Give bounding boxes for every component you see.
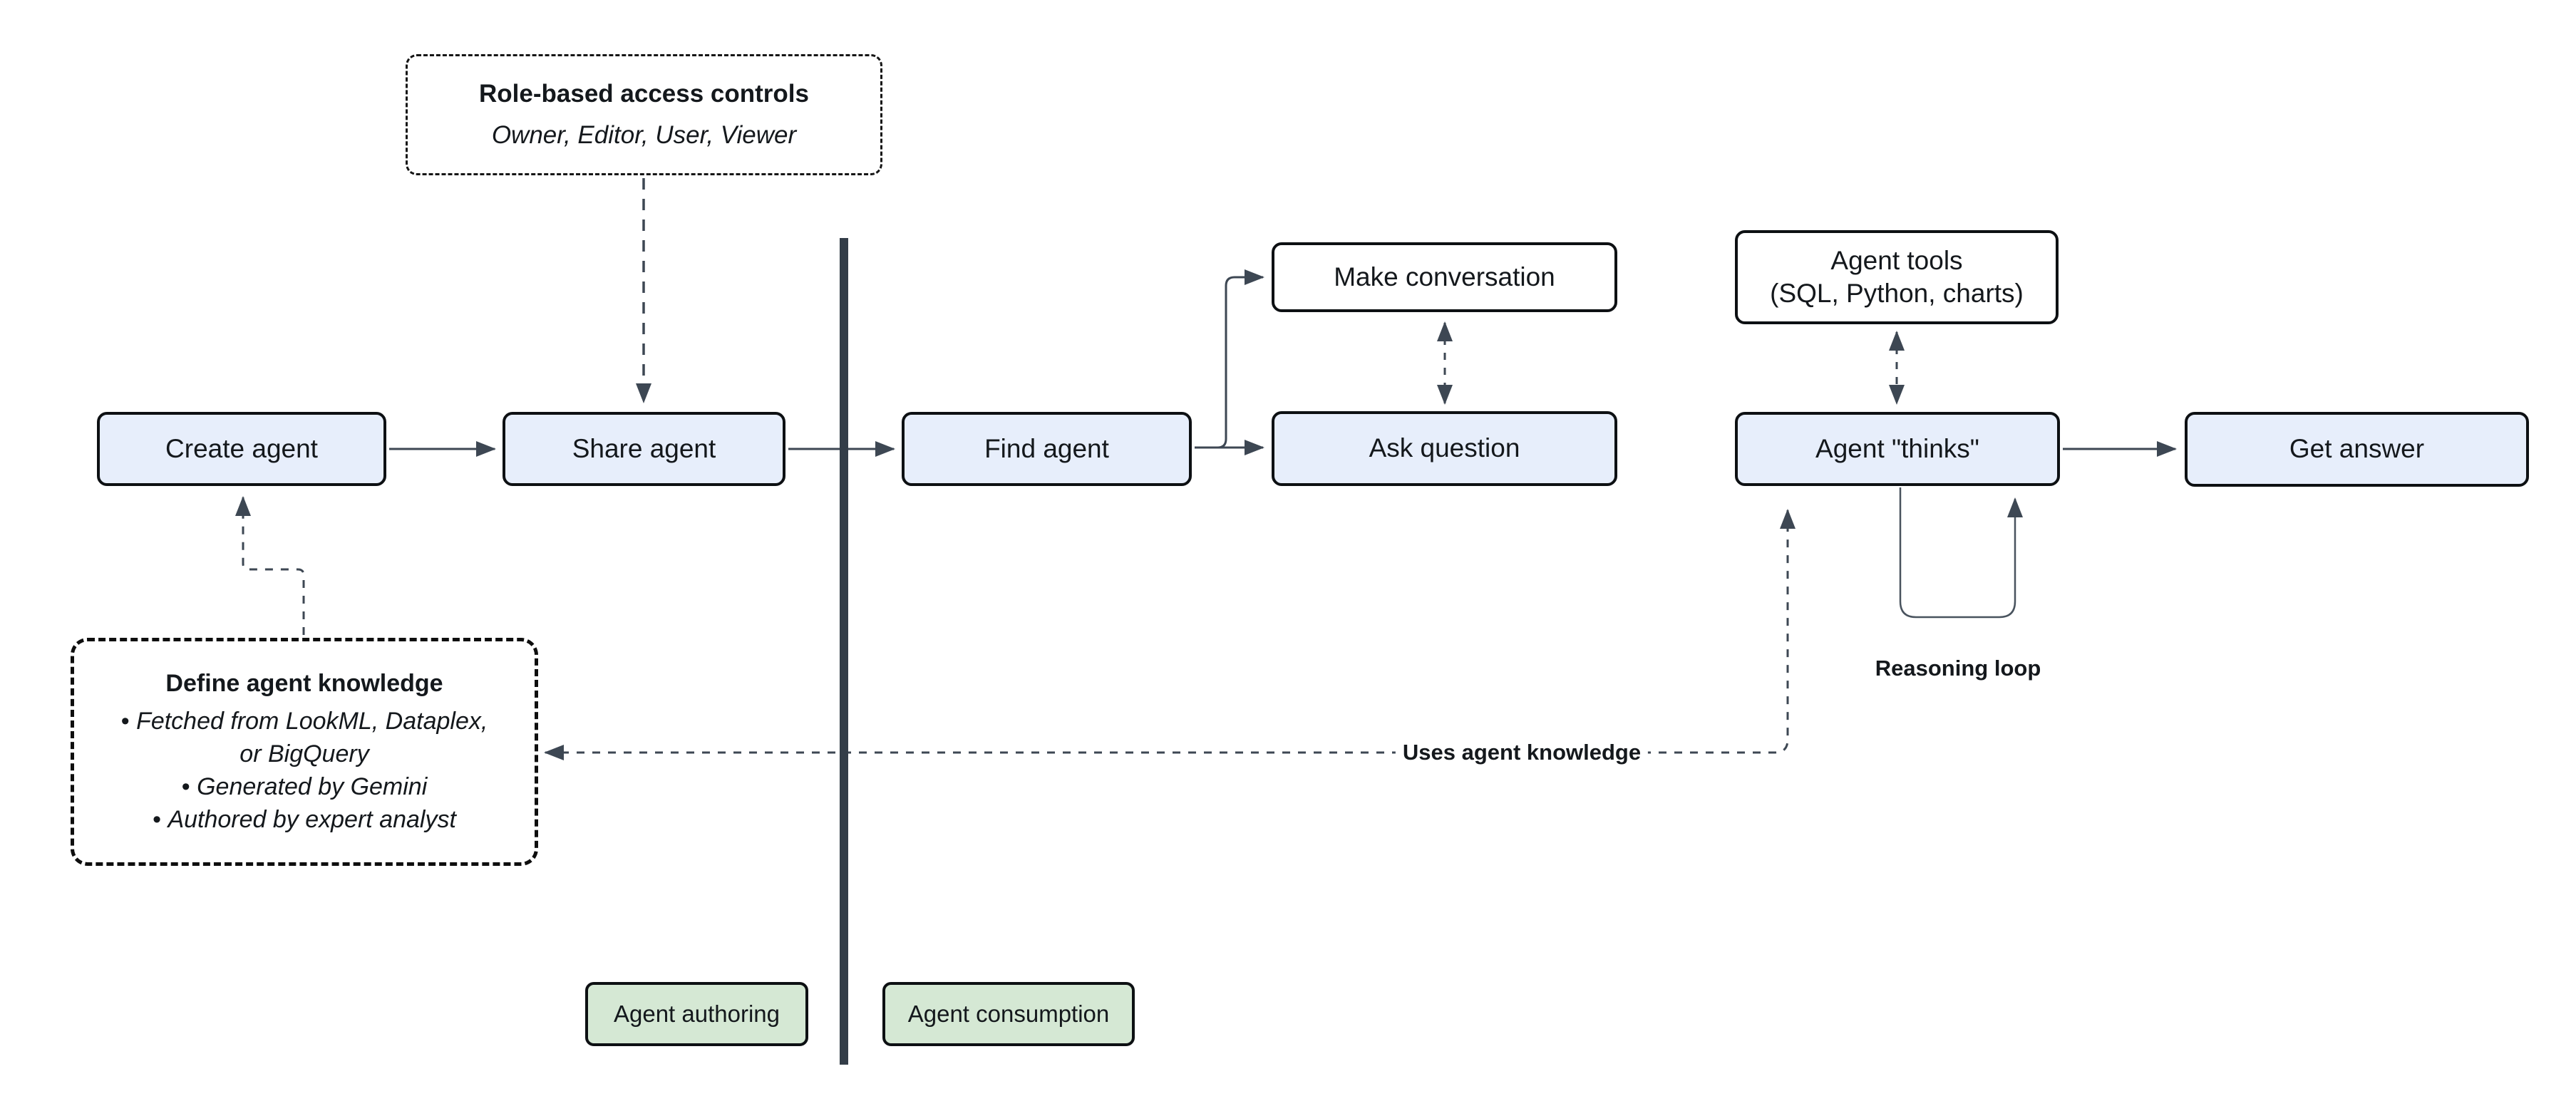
node-agent-thinks-label: Agent "thinks" [1815,433,1979,463]
lane-tag-agent-authoring-label: Agent authoring [613,1001,780,1028]
role-access-subtitle: Owner, Editor, User, Viewer [491,121,797,149]
define-knowledge-list: Fetched from LookML, Dataplex, or BigQue… [118,705,490,837]
arrow-uses-agent-knowledge [544,509,1796,760]
role-access-title: Role-based access controls [479,80,809,108]
node-create-agent: Create agent [97,412,386,486]
node-agent-tools-label-line1: Agent tools [1830,245,1963,275]
node-share-agent: Share agent [503,412,785,486]
reasoning-loop-arrow [1899,487,2023,619]
node-get-answer-label: Get answer [2289,434,2425,464]
node-agent-thinks: Agent "thinks" [1735,412,2060,486]
role-access-note: Role-based access controls Owner, Editor… [406,54,882,175]
lane-tag-agent-consumption-label: Agent consumption [907,1001,1110,1028]
node-make-conversation: Make conversation [1272,242,1617,312]
node-make-conversation-label: Make conversation [1334,262,1555,291]
define-knowledge-bullet: Authored by expert analyst [118,803,490,836]
define-knowledge-bullet: Generated by Gemini [118,770,490,803]
arrow-find-to-make-conversation [1217,269,1264,449]
define-knowledge-title: Define agent knowledge [165,670,443,698]
node-create-agent-label: Create agent [165,433,318,463]
node-ask-question-label: Ask question [1369,433,1520,463]
reasoning-loop-label: Reasoning loop [1875,655,2041,681]
uses-agent-knowledge-label: Uses agent knowledge [1395,737,1649,768]
node-agent-tools-label-line2: (SQL, Python, charts) [1770,279,2024,308]
define-knowledge-bullet: Fetched from LookML, Dataplex, or BigQue… [118,705,490,770]
lane-divider [840,238,848,1065]
node-agent-tools: Agent tools (SQL, Python, charts) [1735,230,2059,324]
node-find-agent: Find agent [902,412,1192,486]
node-get-answer: Get answer [2185,412,2529,487]
node-find-agent-label: Find agent [984,433,1109,463]
node-ask-question: Ask question [1272,411,1617,486]
arrow-define-knowledge-to-create [235,496,305,635]
lane-tag-agent-authoring: Agent authoring [585,982,808,1046]
lane-tag-agent-consumption: Agent consumption [882,982,1135,1046]
node-share-agent-label: Share agent [572,433,716,463]
define-knowledge-note: Define agent knowledge Fetched from Look… [71,638,538,866]
